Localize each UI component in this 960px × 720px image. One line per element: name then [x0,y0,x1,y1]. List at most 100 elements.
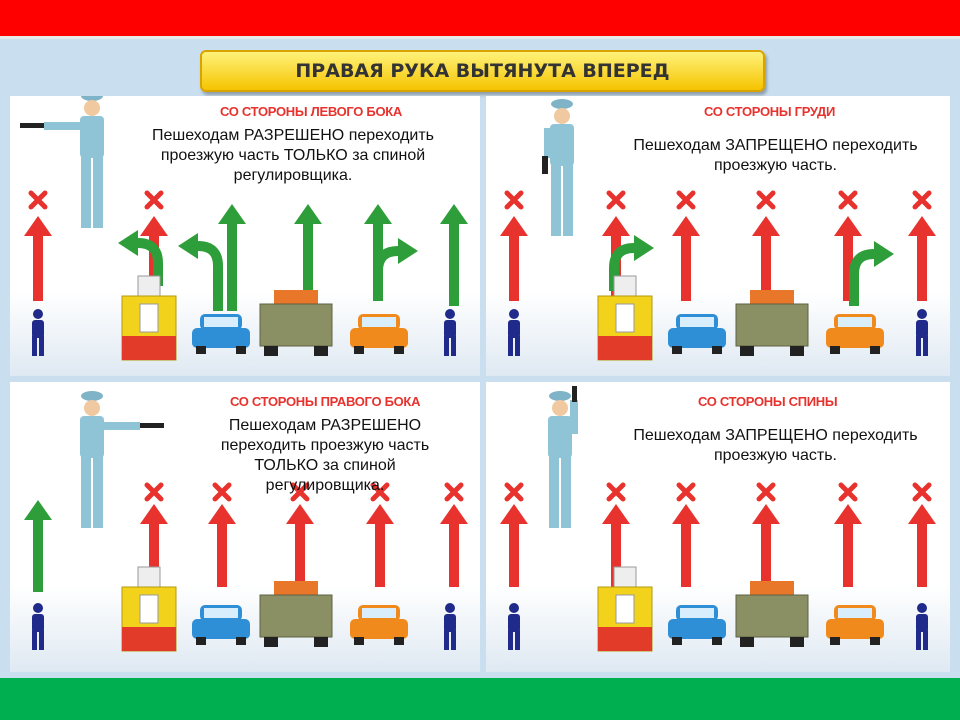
scene-back [500,386,936,652]
pedestrian-icon [916,309,928,356]
panel-heading: СО СТОРОНЫ ЛЕВОГО БОКА [220,104,402,119]
arrow-shaft [843,234,853,301]
forbidden-arrow [908,216,936,301]
x-stroke [756,482,776,502]
tram-door [615,594,635,624]
arrow-head [834,504,862,524]
tram-icon [597,275,653,361]
car-body [826,619,884,639]
pedestrian-body [444,320,456,338]
allowed-arrow [440,204,468,306]
truck-icon [259,581,333,647]
x-stroke [912,482,932,502]
truck-wheel [740,637,754,647]
forbidden-arrow [908,504,936,587]
pedestrian-body [508,320,520,338]
car-window [838,608,872,618]
officer-torso [550,124,574,166]
forbidden-arrow [500,216,528,301]
tram-stripe [598,336,652,360]
baton-icon [542,156,548,174]
forbidden-mark-icon [504,190,524,210]
truck-wheel [264,346,278,356]
arrow-head [24,216,52,236]
car-wheel [712,346,722,354]
arrow-head [908,216,936,236]
panel-heading: СО СТОРОНЫ ПРАВОГО БОКА [230,394,421,409]
car-icon [350,314,408,354]
truck-body [735,594,809,638]
truck-body [259,303,333,347]
forbidden-arrow [752,504,780,587]
panel-heading: СО СТОРОНЫ СПИНЫ [698,394,838,409]
pedestrian-body [32,320,44,338]
u-turn-arrow [178,233,223,311]
arrow-shaft [449,222,459,306]
panel-right-side: СО СТОРОНЫ ПРАВОГО БОКА Пешеходам РАЗРЕШ… [10,382,480,672]
car-wheel [196,637,206,645]
car-body [350,619,408,639]
arrow-shaft [449,522,459,587]
x-stroke [504,190,524,210]
pedestrian-head [917,603,927,613]
car-icon [350,605,408,645]
pedestrian-leg [444,336,449,356]
pedestrian-leg [39,630,44,650]
car-body [192,328,250,348]
forbidden-mark-icon [144,482,164,502]
arrow-shaft [761,522,771,587]
officer-torso [548,416,572,458]
pedestrian-leg [508,336,513,356]
pedestrian-head [33,309,43,319]
traffic-officer-figure [548,386,578,528]
top-color-band [0,0,960,36]
car-wheel [236,346,246,354]
car-icon [668,314,726,354]
tram-icon [597,566,653,652]
arrow-shaft [761,234,771,301]
turn-shaft [849,249,875,306]
forbidden-mark-icon [606,482,626,502]
panel-back: СО СТОРОНЫ СПИНЫ Пешеходам ЗАПРЕЩЕНО пер… [486,382,950,672]
car-window [362,608,396,618]
officer-head [84,100,100,116]
traffic-officer-figure [20,96,104,228]
forbidden-arrow [440,504,468,587]
rule-line: Пешеходам ЗАПРЕЩЕНО переходить [633,137,918,154]
forbidden-arrow [24,216,52,301]
arrow-head [440,504,468,524]
pedestrian-body [508,614,520,632]
arrow-shaft [611,522,621,587]
officer-torso [80,116,104,158]
tram-door [139,303,159,333]
turn-head [118,230,138,256]
tram-pantograph [137,566,161,590]
pedestrian-icon [508,603,520,650]
tram-icon [121,566,177,652]
pedestrian-icon [508,309,520,356]
arrow-head [440,204,468,224]
tram-stripe [122,627,176,651]
truck-wheel [790,346,804,356]
pedestrian-icon [32,603,44,650]
turn-shaft [609,243,635,291]
officer-cap [551,99,573,109]
pedestrian-leg [508,630,513,650]
allowed-arrow [218,204,246,311]
scene-chest [500,99,936,361]
forbidden-arrow [500,504,528,587]
officer-leg [93,456,103,528]
turn-head [178,233,198,259]
baton-icon [20,123,44,128]
truck-wheel [314,637,328,647]
truck-cab [274,581,318,597]
arrow-head [24,500,52,520]
forbidden-mark-icon [756,482,776,502]
turn-shaft [137,238,163,286]
forbidden-arrow [834,216,862,301]
arrow-shaft [217,522,227,587]
forbidden-mark-icon [838,482,858,502]
car-window [362,317,396,327]
arrow-head [364,204,392,224]
arrow-head [602,216,630,236]
